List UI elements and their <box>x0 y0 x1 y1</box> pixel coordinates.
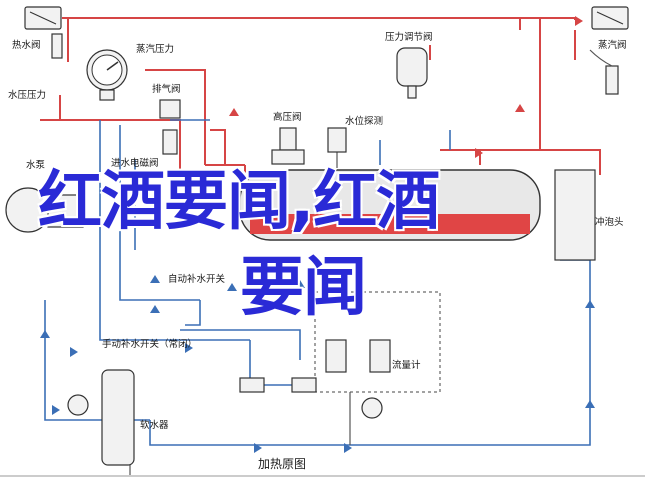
flow-meter-label: 流量计 <box>392 359 421 371</box>
pressure-regulator-icon <box>396 47 428 99</box>
water-softener-icon <box>67 369 135 466</box>
exhaust-valve-label: 排气阀 <box>152 83 181 95</box>
water-level-probe-icon <box>327 127 347 168</box>
diagram-caption: 加热原图 <box>258 457 306 471</box>
water-level-probe-label: 水位探测 <box>345 115 383 127</box>
high-pressure-valve-label: 高压阀 <box>273 111 302 123</box>
water-inlet-solenoid-label: 进水电磁阀 <box>111 157 159 169</box>
flow-meter-box <box>314 291 441 393</box>
exhaust-valve-icon <box>159 99 181 155</box>
steam-valve-label: 蒸汽阀 <box>598 39 627 51</box>
hot-water-valve-label: 热水阀 <box>12 39 41 51</box>
pressure-gauge-icon <box>86 49 128 101</box>
hot-flow-arrows <box>229 16 583 158</box>
pressure-regulator-label: 压力调节阀 <box>385 31 433 43</box>
manual-replenish-label: 手动补水开关（常闭） <box>102 338 197 350</box>
cold-flow-arrows <box>40 275 595 453</box>
auto-replenish-label: 自动补水开关 <box>168 273 226 285</box>
water-pump-label: 水泵 <box>26 159 46 171</box>
manual-valve-icon <box>239 377 317 393</box>
hot-water-valve-icon <box>24 6 63 59</box>
steam-valve-icon <box>589 6 629 95</box>
foam-head-label: 冲泡头 <box>595 216 624 228</box>
hot-pipe-network <box>40 17 601 198</box>
steam-pressure-label: 蒸汽压力 <box>136 43 174 55</box>
water-pressure-label: 水压压力 <box>8 89 46 101</box>
flow-meter-icon <box>325 339 391 419</box>
high-pressure-valve-icon <box>271 127 305 165</box>
water-pump-icon <box>5 187 84 233</box>
boiler-tank <box>239 169 596 261</box>
water-softener-label: 软水器 <box>140 419 169 431</box>
